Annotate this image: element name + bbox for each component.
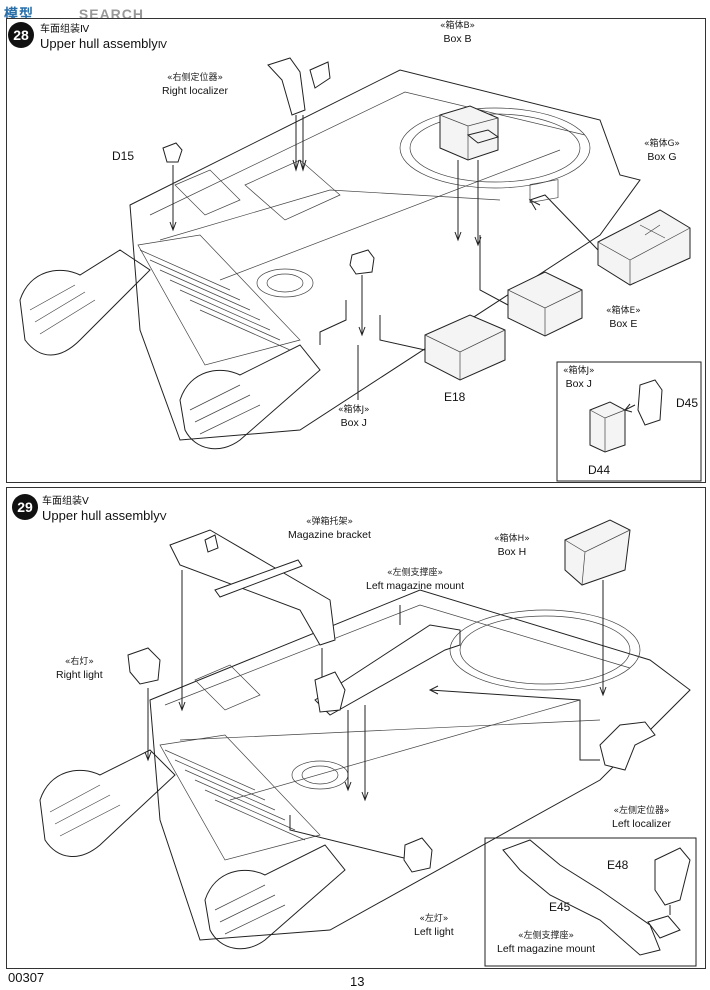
label-left-localizer-en: Left localizer <box>612 818 671 830</box>
label-box-g-zh: «箱体G» <box>644 139 680 149</box>
hull-drawing-upper <box>19 57 702 482</box>
label-left-localizer-zh: «左侧定位器» <box>613 806 670 816</box>
label-box-g-en: Box G <box>647 151 677 163</box>
step-title-lower: 车面组装Ⅴ Upper hull assemblyⅤ <box>42 492 167 525</box>
label-right-light-en: Right light <box>56 669 103 681</box>
label-inset-box-j-en: Box J <box>565 378 592 390</box>
label-inset-left-magazine-mount-zh: «左侧支撑座» <box>518 931 575 941</box>
label-inset-box-j: «箱体J» Box J <box>563 365 595 391</box>
label-magazine-bracket: «弹箱托架» Magazine bracket <box>288 516 371 542</box>
step-title-en: Upper hull assembly <box>40 36 158 51</box>
step2-title-en: Upper hull assembly <box>42 508 160 523</box>
label-right-light: «右灯» Right light <box>56 656 103 682</box>
label-box-h-en: Box H <box>497 546 527 558</box>
label-box-e-zh: «箱体E» <box>606 306 641 316</box>
label-box-g: «箱体G» Box G <box>644 138 680 164</box>
label-box-j: «箱体J» Box J <box>338 404 370 430</box>
label-right-localizer: «右侧定位器» Right localizer <box>162 72 228 98</box>
step2-title-zh: 车面组装Ⅴ <box>42 496 89 507</box>
part-e45: E45 <box>549 900 571 914</box>
label-box-b-zh: «箱体B» <box>440 21 476 31</box>
label-right-localizer-en: Right localizer <box>162 85 228 97</box>
step2-title-roman: Ⅴ <box>159 512 167 523</box>
part-e48: E48 <box>607 858 629 872</box>
part-d45: D45 <box>676 396 699 410</box>
label-box-e: «箱体E» Box E <box>606 305 641 331</box>
label-left-magazine-mount-zh: «左侧支撑座» <box>387 568 444 578</box>
part-d44: D44 <box>588 463 611 477</box>
label-left-light-zh: «左灯» <box>419 914 449 924</box>
part-e18: E18 <box>444 390 466 404</box>
label-inset-box-j-zh: «箱体J» <box>563 366 595 376</box>
step-title-roman: Ⅳ <box>157 40 168 51</box>
label-box-j-zh: «箱体J» <box>338 405 370 415</box>
label-left-magazine-mount: «左侧支撑座» Left magazine mount <box>366 567 464 593</box>
label-left-localizer: «左侧定位器» Left localizer <box>612 805 671 831</box>
step-number-circle-lower: 29 <box>12 494 38 520</box>
step-number-circle-upper: 28 <box>8 22 34 48</box>
step-upper-panel <box>6 18 706 483</box>
label-left-light-en: Left light <box>414 926 454 938</box>
label-box-b-en: Box B <box>443 33 472 45</box>
label-box-e-en: Box E <box>609 318 638 330</box>
page-number: 13 <box>350 974 365 989</box>
label-box-b: «箱体B» Box B <box>440 20 475 46</box>
step-title-zh: 车面组装Ⅳ <box>40 24 90 35</box>
label-box-j-en: Box J <box>340 417 367 429</box>
step-title-upper: 车面组装Ⅳ Upper hull assemblyⅣ <box>40 20 167 53</box>
part-d15: D15 <box>112 149 135 163</box>
label-box-h-zh: «箱体H» <box>494 534 530 544</box>
product-code: 00307 <box>8 970 45 985</box>
label-inset-left-magazine-mount: «左侧支撑座» Left magazine mount <box>497 930 595 956</box>
label-box-h: «箱体H» Box H <box>494 533 530 559</box>
label-left-magazine-mount-en: Left magazine mount <box>366 580 465 592</box>
label-right-localizer-zh: «右侧定位器» <box>166 73 223 83</box>
label-left-light: «左灯» Left light <box>414 913 454 939</box>
label-magazine-bracket-en: Magazine bracket <box>288 529 371 541</box>
label-magazine-bracket-zh: «弹箱托架» <box>305 517 353 527</box>
label-right-light-zh: «右灯» <box>64 657 94 667</box>
label-inset-left-magazine-mount-en: Left magazine mount <box>497 943 596 955</box>
